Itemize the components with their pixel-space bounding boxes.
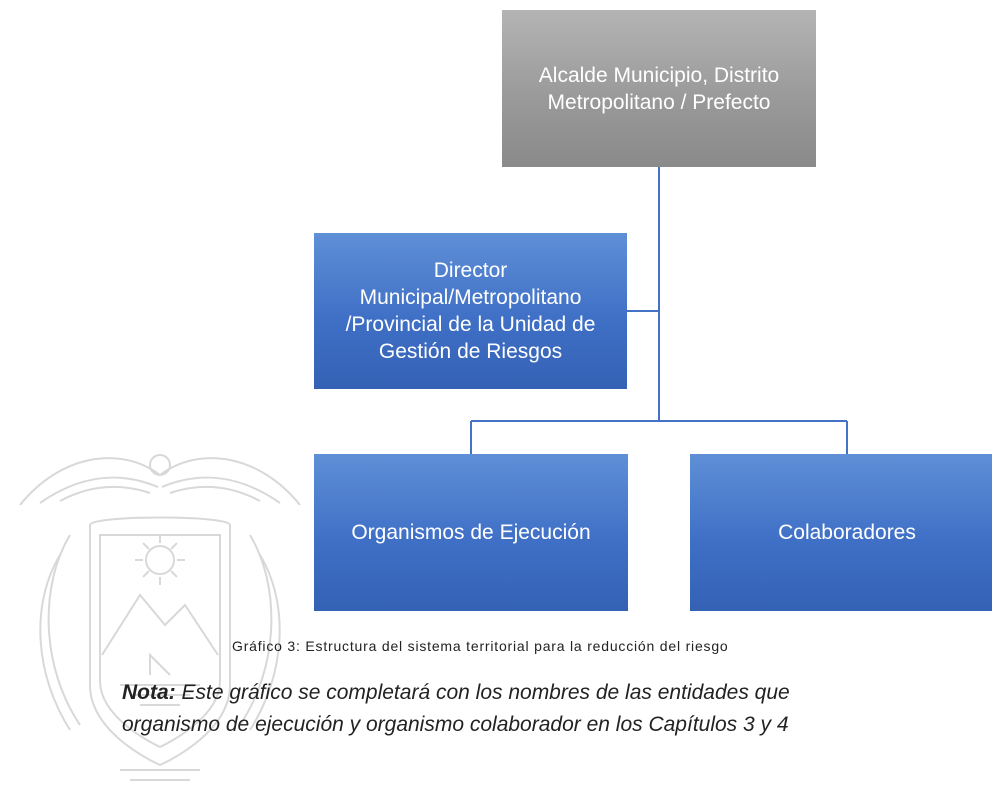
note-label: Nota: [122,681,176,704]
collaborators-node: Colaboradores [690,454,992,611]
figure-caption: Gráfico 3: Estructura del sistema territ… [232,638,729,654]
note-text-1: Este gráfico se completará con los nombr… [175,681,790,704]
mayor-node-label: Alcalde Municipio, Distrito Metropolitan… [538,63,780,114]
execution-node: Organismos de Ejecución [314,454,628,611]
coat-of-arms-icon [19,454,301,781]
note-paragraph: Nota: Este gráfico se completará con los… [122,677,992,741]
director-node-label: Director Municipal/Metropolitano /Provin… [345,259,596,363]
execution-node-label: Organismos de Ejecución [351,521,591,544]
director-node: Director Municipal/Metropolitano /Provin… [314,233,627,389]
note-line-1: Nota: Este gráfico se completará con los… [122,677,992,709]
collaborators-node-label: Colaboradores [778,521,916,544]
note-line-2: organismo de ejecución y organismo colab… [122,713,789,736]
mayor-node: Alcalde Municipio, Distrito Metropolitan… [502,10,816,167]
